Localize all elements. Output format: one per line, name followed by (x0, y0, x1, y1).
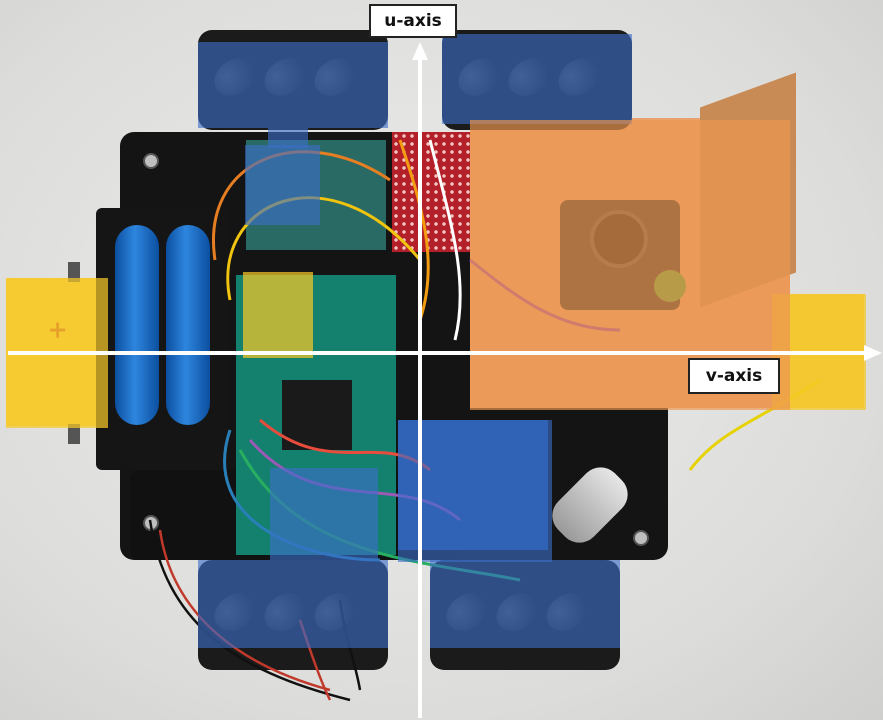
board-highlight (270, 468, 378, 560)
microcontroller-chip (282, 380, 352, 450)
screw (143, 153, 159, 169)
battery-cell (115, 225, 159, 425)
v-axis-label: v-axis (688, 358, 780, 394)
screw (633, 530, 649, 546)
v-axis-arrowhead (864, 345, 882, 361)
wheel-highlight-front-left (198, 42, 388, 128)
board-highlight (268, 128, 308, 148)
battery-cell (166, 225, 210, 425)
u-axis-label: u-axis (369, 4, 457, 38)
wheel-highlight-rear-left (198, 560, 388, 648)
u-axis-arrowhead (412, 42, 428, 60)
wheel-highlight-front-right (442, 34, 632, 124)
board-highlight (245, 145, 320, 225)
module-highlight (243, 272, 313, 358)
motor-shaft (68, 424, 80, 444)
motor-shaft (68, 262, 80, 282)
wheel-highlight-rear-right (430, 560, 620, 648)
driver-highlight (398, 420, 552, 562)
